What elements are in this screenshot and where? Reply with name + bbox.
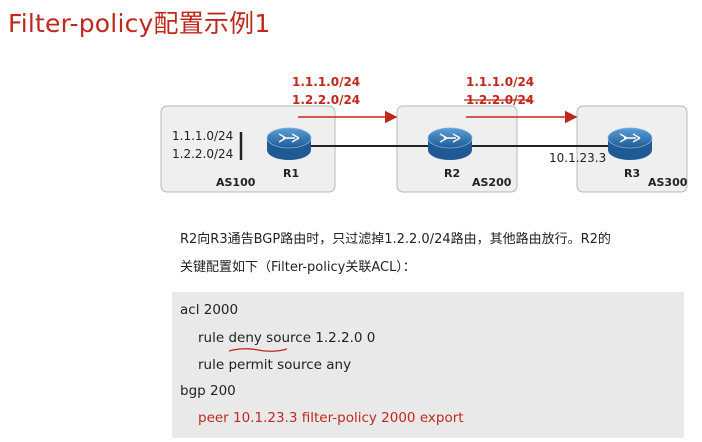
as-label-200: AS200 bbox=[472, 176, 512, 189]
config-line-rule-permit: rule permit source any bbox=[198, 357, 352, 373]
adv-r1-r2-route-1: 1.1.1.0/24 bbox=[292, 75, 360, 89]
r1-route-2: 1.2.2.0/24 bbox=[172, 147, 233, 161]
description-line-2: 关键配置如下（Filter-policy关联ACL）： bbox=[180, 260, 416, 275]
r3-ip-label: 10.1.23.3 bbox=[549, 151, 606, 165]
router-r2-icon bbox=[427, 127, 473, 160]
config-line-bgp: bgp 200 bbox=[180, 383, 236, 399]
slide-title: Filter-policy配置示例1 bbox=[8, 9, 271, 38]
config-block: acl 2000 rule deny source 1.2.2.0 0 rule… bbox=[172, 292, 684, 438]
config-line-acl: acl 2000 bbox=[180, 302, 239, 318]
config-line-peer-filter: peer 10.1.23.3 filter-policy 2000 export bbox=[198, 410, 464, 426]
adv-r2-r3-route-1: 1.1.1.0/24 bbox=[466, 75, 534, 89]
router-label-r1: R1 bbox=[283, 167, 299, 180]
deny-underline-mark bbox=[228, 348, 288, 352]
topology-diagram: R1 R2 R3 AS100 AS200 AS300 1.1.1.0/24 1.… bbox=[160, 75, 688, 193]
router-r1-icon bbox=[266, 127, 312, 160]
as-label-100: AS100 bbox=[216, 176, 256, 189]
router-label-r3: R3 bbox=[624, 167, 640, 180]
as-label-300: AS300 bbox=[648, 176, 688, 189]
as100-box bbox=[160, 105, 336, 193]
adv-r1-r2-route-2: 1.2.2.0/24 bbox=[292, 93, 360, 107]
r1-route-1: 1.1.1.0/24 bbox=[172, 129, 233, 143]
router-label-r2: R2 bbox=[444, 167, 460, 180]
description: R2向R3通告BGP路由时，只过滤掉1.2.2.0/24路由，其他路由放行。R2… bbox=[180, 226, 680, 282]
config-line-rule-deny: rule deny source 1.2.2.0 0 bbox=[198, 330, 376, 346]
description-line-1: R2向R3通告BGP路由时，只过滤掉1.2.2.0/24路由，其他路由放行。R2… bbox=[180, 232, 611, 247]
router-r3-icon bbox=[607, 127, 653, 160]
